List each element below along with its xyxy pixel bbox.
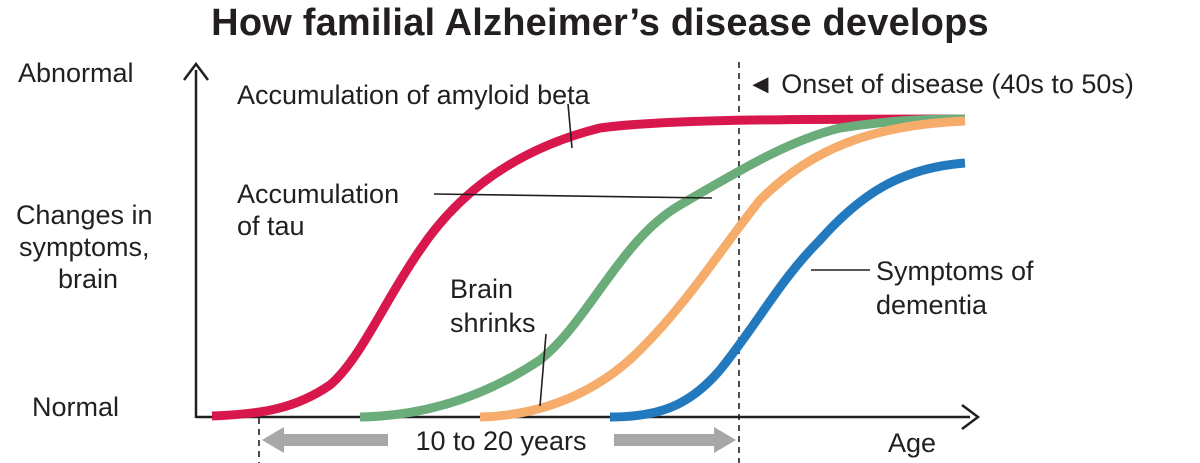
x-axis-arrowhead [961,404,981,430]
tau-leader [433,193,713,199]
brain-leader [539,333,547,407]
brain-label-line-2: shrinks [450,308,536,338]
y-axis-middle-line-3: brain [58,264,118,294]
tau-curve [359,114,966,422]
y-axis-top-label: Abnormal [18,58,134,88]
page-title: How familial Alzheimer’s disease develop… [211,2,989,44]
brain-label-line-1: Brain [450,274,513,304]
y-axis-middle-label: Changes in symptoms, brain [16,200,160,294]
brain-shrinks-curve [479,116,966,422]
leader-lines [433,103,870,407]
tau-label: Accumulation of tau [237,179,407,241]
axes [183,61,981,430]
tau-label-line-1: Accumulation [237,179,399,209]
span-label: 10 to 20 years [415,426,586,456]
brain-shrinks-label: Brain shrinks [450,274,536,338]
y-axis-middle-line-1: Changes in [16,200,153,230]
dementia-label-line-2: dementia [876,290,988,320]
y-axis-middle-line-2: symptoms, [19,232,150,262]
x-axis-label: Age [888,428,936,458]
y-axis-arrowhead [183,61,209,81]
dementia-curve [609,158,966,422]
dementia-label: Symptoms of dementia [876,256,1041,320]
dementia-label-line-1: Symptoms of [876,256,1034,286]
curves [211,114,966,422]
amyloid-label: Accumulation of amyloid beta [237,80,591,110]
onset-label: ◄ Onset of disease (40s to 50s) [747,69,1134,99]
span-arrows [262,427,736,453]
y-axis-bottom-label: Normal [32,392,119,422]
amyloid-leader [567,103,573,149]
span-right-arrow [614,427,736,453]
amyloid-curve [211,114,966,421]
span-left-arrow [262,427,388,453]
tau-label-line-2: of tau [237,211,305,241]
